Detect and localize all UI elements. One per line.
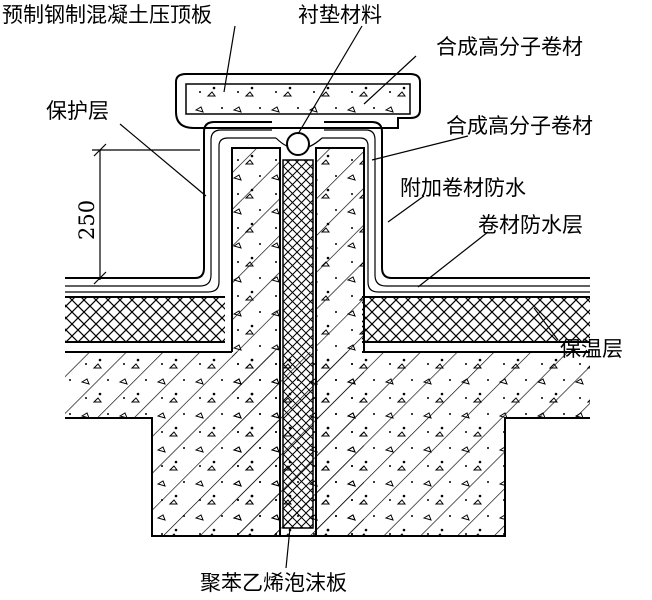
waterproof-membranes [65, 121, 590, 298]
foam-board [282, 159, 314, 529]
dimension-text: 250 [75, 200, 99, 240]
label-waterproof-layer: 卷材防水层 [478, 213, 583, 237]
upstand-walls [231, 147, 365, 536]
precast-coping-slab [175, 73, 421, 129]
label-foam-board: 聚苯乙烯泡沫板 [200, 571, 347, 595]
label-membrane-mid: 合成高分子卷材 [446, 114, 593, 138]
label-liner: 衬垫材料 [298, 3, 382, 27]
labels: 预制钢制混凝土压顶板 衬垫材料 合成高分子卷材 保护层 合成高分子卷材 附加卷材… [2, 3, 623, 595]
leader-lines [119, 25, 559, 569]
label-extra-waterproof: 附加卷材防水 [400, 176, 526, 200]
dimension-250: 250 [75, 143, 200, 285]
label-insulation: 保温层 [560, 337, 623, 361]
label-membrane-top: 合成高分子卷材 [436, 35, 583, 59]
label-protect-layer: 保护层 [46, 99, 109, 123]
label-precast-slab: 预制钢制混凝土压顶板 [2, 3, 212, 27]
